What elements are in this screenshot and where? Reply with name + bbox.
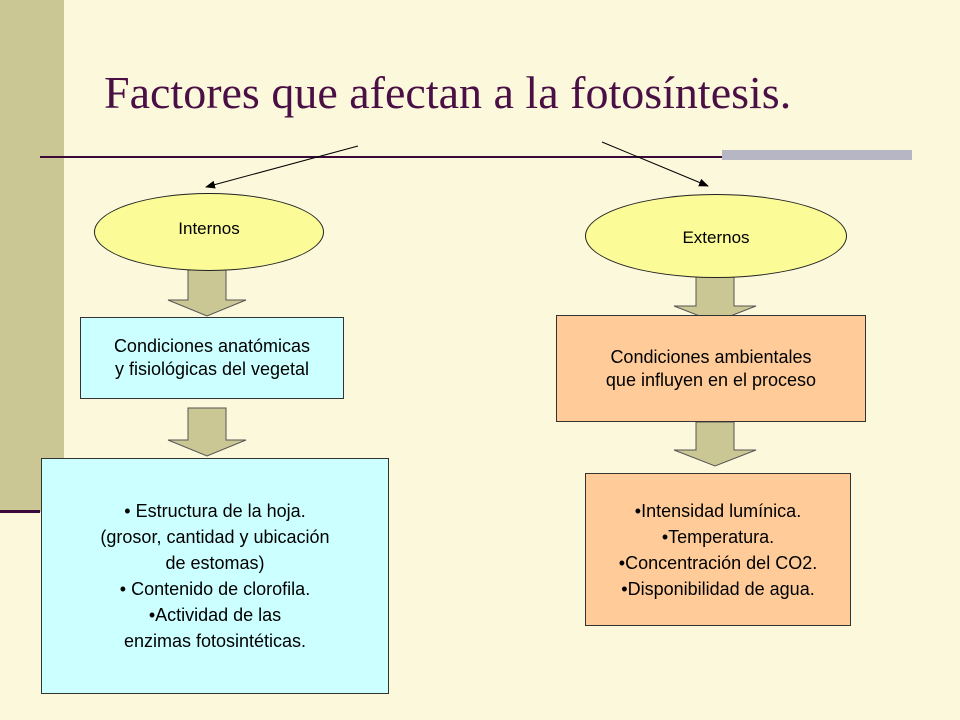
arrow-to-internos <box>205 145 359 189</box>
condiciones-internas-line: y fisiológicas del vegetal <box>114 359 310 379</box>
factor-interno-line: de estomas) <box>165 553 265 573</box>
ellipse-internos: Internos <box>94 193 324 271</box>
factor-interno-line: • Estructura de la hoja. <box>124 501 306 521</box>
factor-interno-line: • Contenido de clorofila. <box>119 579 311 599</box>
factor-interno-line: •Actividad de las <box>148 605 282 625</box>
block-arrow-internos-1 <box>167 269 247 317</box>
factor-externo-line: •Temperatura. <box>661 526 775 547</box>
box-condiciones-internas: Condiciones anatómicas y fisiológicas de… <box>80 317 344 399</box>
title-rule-accent <box>722 150 912 160</box>
box-condiciones-externas: Condiciones ambientales que influyen en … <box>556 315 866 422</box>
factor-externo-line: •Concentración del CO2. <box>618 552 818 573</box>
title-rule <box>40 156 912 158</box>
box-factores-internos: • Estructura de la hoja. (grosor, cantid… <box>41 458 389 694</box>
box-factores-externos: •Intensidad lumínica. •Temperatura. •Con… <box>585 473 851 626</box>
block-arrow-internos-2 <box>167 407 247 457</box>
factor-interno-line: enzimas fotosintéticas. <box>123 631 307 651</box>
page-title: Factores que afectan a la fotosíntesis. <box>104 67 792 118</box>
internos-label: Internos <box>178 219 240 238</box>
condiciones-internas-line: Condiciones anatómicas <box>113 336 311 356</box>
externos-label: Externos <box>682 228 750 247</box>
condiciones-externas-line: que influyen en el proceso <box>605 369 817 390</box>
factor-externo-line: •Intensidad lumínica. <box>634 500 802 521</box>
arrow-to-externos <box>601 141 709 187</box>
condiciones-externas-line: Condiciones ambientales <box>610 346 812 367</box>
block-arrow-externos-2 <box>673 421 757 467</box>
block-arrow-externos-1 <box>673 275 757 323</box>
ellipse-externos: Externos <box>585 194 847 278</box>
factor-externo-line: •Disponibilidad de agua. <box>621 578 815 599</box>
left-decor-line <box>0 510 40 513</box>
left-decor-band <box>0 0 64 512</box>
factor-interno-line: (grosor, cantidad y ubicación <box>100 527 330 547</box>
